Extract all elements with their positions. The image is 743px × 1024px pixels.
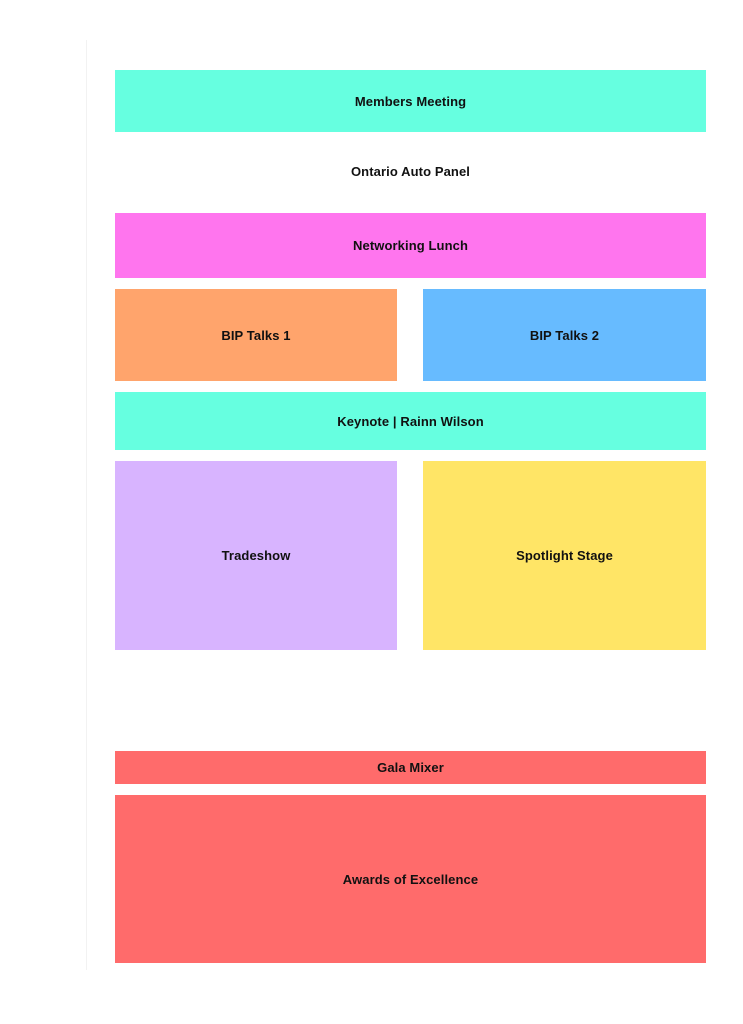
event-label: Members Meeting (354, 93, 467, 109)
event-members-meeting[interactable]: Members Meeting (115, 70, 706, 132)
event-label: Networking Lunch (353, 238, 468, 253)
event-label: Gala Mixer (377, 760, 444, 775)
event-label: BIP Talks 1 (221, 327, 291, 343)
event-label: Tradeshow (221, 548, 291, 563)
event-gala-mixer[interactable]: Gala Mixer (115, 751, 706, 784)
event-networking-lunch[interactable]: Networking Lunch (115, 213, 706, 278)
event-label: BIP Talks 2 (529, 327, 600, 343)
event-keynote[interactable]: Keynote | Rainn Wilson (115, 392, 706, 450)
event-label: Ontario Auto Panel (350, 163, 471, 179)
event-label: Keynote | Rainn Wilson (337, 413, 484, 429)
event-label: Spotlight Stage (516, 548, 613, 563)
event-ontario-auto-panel[interactable]: Ontario Auto Panel (115, 140, 706, 202)
time-gutter (0, 40, 87, 970)
event-spotlight-stage[interactable]: Spotlight Stage (423, 461, 706, 650)
event-label: Awards of Excellence (342, 871, 479, 887)
event-bip-talks-2[interactable]: BIP Talks 2 (423, 289, 706, 381)
event-tradeshow[interactable]: Tradeshow (115, 461, 397, 650)
event-awards-of-excellence[interactable]: Awards of Excellence (115, 795, 706, 963)
event-bip-talks-1[interactable]: BIP Talks 1 (115, 289, 397, 381)
